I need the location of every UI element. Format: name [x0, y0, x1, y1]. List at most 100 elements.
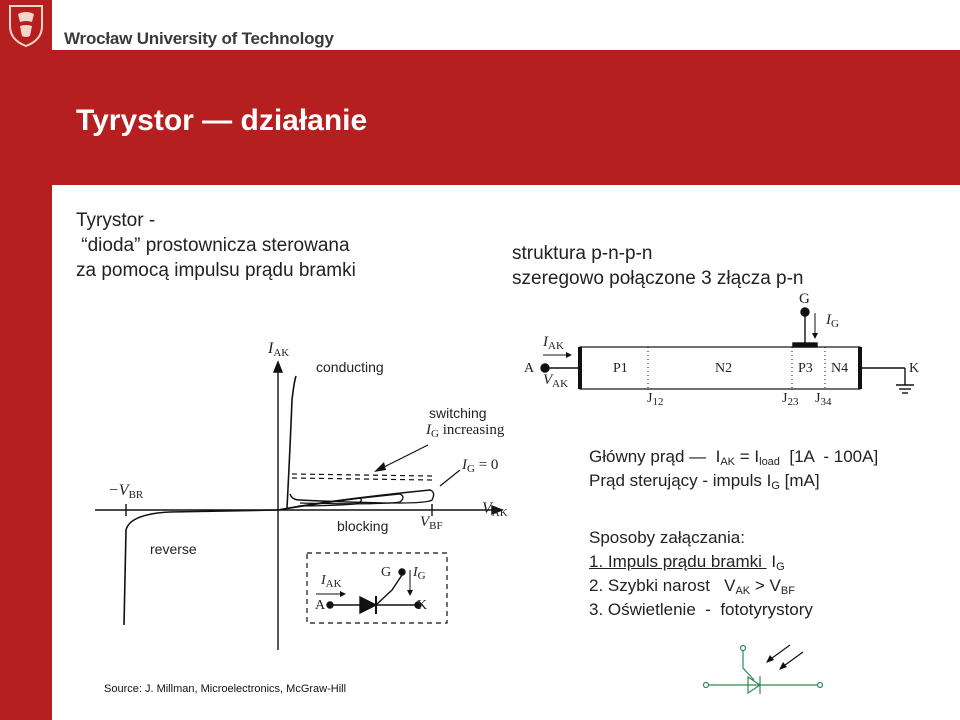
region-reverse-label: reverse: [150, 541, 197, 557]
y-axis-symbol: I: [268, 340, 274, 357]
inset-ig-sub: G: [417, 570, 426, 582]
anode-terminal: [540, 363, 550, 373]
reverse-curve: [123, 509, 279, 626]
junction-j23-sub: 23: [787, 396, 799, 408]
gate-terminal: [800, 307, 810, 317]
control-current-g-sub: G: [771, 480, 780, 492]
slide-title: Tyrystor — działanie: [76, 104, 368, 137]
method-2-sub-bf: BF: [780, 585, 795, 597]
method-2-mid: > V: [750, 576, 781, 595]
struct-iak-symbol: I: [543, 334, 548, 350]
ig-increasing-symbol: I: [426, 422, 431, 438]
conducting-curve: [286, 375, 297, 509]
struct-ig-sub: G: [831, 318, 839, 330]
junction-j23-label: J23: [782, 391, 799, 408]
ig-zero-pointer: [439, 469, 461, 487]
junction-j34-symbol: J: [815, 391, 821, 406]
inset-ig-symbol: I: [413, 565, 418, 580]
junction-j12-label: J12: [647, 391, 664, 408]
gate-contact: [792, 342, 818, 348]
method-2-sub-ak: AK: [735, 585, 751, 597]
junction-j23-symbol: J: [782, 391, 788, 406]
current-info-block: Główny prąd — IAK = Iload [1A - 100A] Pr…: [589, 445, 878, 493]
photo-anode-terminal: [702, 681, 710, 689]
control-current-unit: [mA]: [779, 471, 820, 490]
method-1-text: 1. Impuls prądu bramki: [589, 552, 767, 571]
vbf-sub: BF: [429, 520, 443, 532]
x-axis-sub: AK: [491, 507, 508, 519]
switching-methods-block: Sposoby załączania: 1. Impuls prądu bram…: [589, 526, 813, 622]
method-1-symbol: I: [766, 552, 777, 571]
main-current-ak-sub: AK: [720, 456, 736, 468]
ig-increasing-arrow: [377, 444, 429, 471]
method-3: 3. Oświetlenie - fototyrystory: [589, 600, 813, 619]
inset-ig-label: IG: [413, 565, 426, 582]
inset-iak-label: IAK: [321, 573, 342, 590]
main-current-line: Główny prąd — IAK = Iload [1A - 100A]: [589, 445, 878, 469]
neg-breakdown-sub: BR: [128, 489, 144, 501]
y-axis-arrow: [272, 360, 284, 373]
method-1-sub: G: [776, 561, 785, 573]
main-current-eq: = I: [735, 447, 760, 466]
photo-gate-terminal: [739, 644, 747, 652]
method-1: 1. Impuls prądu bramki IG: [589, 550, 813, 574]
university-logo: [0, 0, 52, 50]
junction-j12-sub: 12: [652, 396, 664, 408]
ig-zero-sub: G: [467, 463, 475, 475]
light-arrowhead-1: [766, 655, 774, 663]
inset-gate-label: G: [381, 565, 392, 580]
left-accent-strip: [0, 50, 52, 720]
region-blocking-label: blocking: [337, 518, 389, 534]
struct-iak-sub: AK: [548, 340, 564, 352]
inset-iak-sub: AK: [325, 578, 342, 590]
structure-line-1: struktura p-n-p-n: [512, 243, 653, 264]
neg-breakdown-label: −VBR: [108, 482, 144, 501]
ig-zero-label: IG = 0: [462, 457, 499, 475]
photo-gate-wire: [742, 651, 755, 681]
structure-text: struktura p-n-p-n szeregowo połączone 3 …: [512, 241, 804, 291]
junction-j34-label: J34: [815, 391, 832, 408]
gate-label: G: [799, 291, 810, 307]
y-axis-label: IAK: [268, 340, 290, 359]
anode-label: A: [524, 361, 535, 376]
junction-j12-symbol: J: [647, 391, 653, 406]
y-axis-sub: AK: [273, 347, 290, 359]
junction-j34-sub: 34: [820, 396, 832, 408]
inset-ig-arrowhead: [407, 590, 413, 596]
university-name: Wrocław University of Technology: [64, 29, 334, 48]
main-current-prefix: Główny prąd — I: [589, 447, 721, 466]
iak-current-arrowhead: [566, 352, 572, 358]
methods-heading: Sposoby załączania:: [589, 528, 745, 547]
intro-text: Tyrystor - “dioda” prostownicza sterowan…: [76, 208, 356, 283]
main-current-range: [1A - 100A]: [779, 447, 879, 466]
struct-ig-symbol: I: [826, 312, 831, 328]
inset-cathode-label: K: [417, 598, 428, 613]
x-axis-label: VAK: [482, 500, 508, 519]
photo-diode-triangle: [747, 675, 762, 695]
inset-thyristor-box: [306, 552, 448, 624]
structure-line-2: szeregowo połączone 3 złącza p-n: [512, 268, 804, 289]
inset-diode-triangle: [359, 595, 378, 615]
struct-vak-symbol: V: [543, 372, 553, 388]
x-axis-arrow: [491, 504, 504, 516]
header-bar: [0, 0, 960, 50]
struct-vak-label: VAK: [543, 372, 569, 390]
struct-ig-label: IG: [826, 312, 839, 330]
inset-anode-label: A: [315, 598, 326, 613]
intro-line-2: “dioda” prostownicza sterowana: [76, 235, 350, 256]
struct-vak-sub: AK: [552, 378, 569, 390]
inset-iak-symbol: I: [321, 573, 326, 588]
ig-increasing-word: increasing: [438, 422, 505, 438]
region-conducting-label: conducting: [316, 359, 384, 375]
ig-zero-value: = 0: [474, 457, 499, 473]
struct-iak-label: IAK: [543, 334, 564, 352]
control-current-line: Prąd sterujący - impuls IG [mA]: [589, 469, 878, 493]
region-n4-label: N4: [831, 361, 849, 376]
inset-iak-arrowhead: [340, 591, 346, 597]
ig-increasing-label: IG increasing: [426, 422, 505, 440]
vbf-label: VBF: [420, 514, 443, 532]
region-p3-label: P3: [798, 361, 813, 376]
gate-current-arrowhead: [812, 333, 818, 339]
